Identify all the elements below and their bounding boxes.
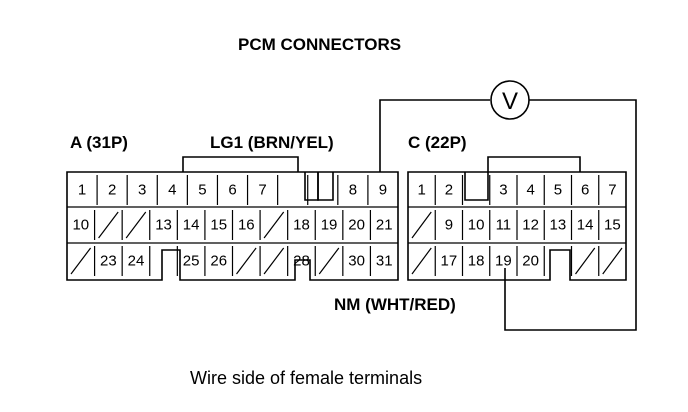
connector-a-terminal-13: 13 [155,217,172,234]
connector-a-unused-terminal [236,247,257,275]
connector-c-terminal-19: 19 [495,253,512,270]
connector-a-unused-terminal [125,211,147,239]
connector-a-terminal-21: 21 [376,217,393,234]
connector-c-terminal-13: 13 [550,217,567,234]
connector-c-terminal-14: 14 [577,217,594,234]
connector-a-terminal-26: 26 [210,253,227,270]
connector-c-terminal-1: 1 [417,182,425,199]
connector-c-unused-terminal [411,247,432,275]
connector-c-terminal-15: 15 [604,217,621,234]
connector-a-terminal-30: 30 [348,253,365,270]
connector-a-unused-terminal [98,211,119,239]
connector-c-terminal-3: 3 [499,182,507,199]
connector-c-terminal-4: 4 [526,182,534,199]
connector-a-latch [182,156,299,172]
connector-a-unused-terminal [263,211,285,239]
connector-c-unused-terminal [411,211,432,239]
connector-a-terminal-9: 9 [379,182,387,199]
connector-c-terminal-20: 20 [522,253,539,270]
connector-a-terminal-1: 1 [78,182,86,199]
connector-a-terminal-3: 3 [138,182,146,199]
connector-a-label: A (31P) [70,133,128,152]
connector-c-terminal-6: 6 [581,182,589,199]
connector-a-terminal-7: 7 [258,182,266,199]
lg1-label: LG1 (BRN/YEL) [210,133,334,152]
connector-c-terminal-5: 5 [554,182,562,199]
connector-c-terminal-7: 7 [608,182,616,199]
connector-c-unused-terminal [575,247,596,275]
connector-a [66,156,399,281]
connector-a-terminal-31: 31 [376,253,393,270]
connector-c-terminal-12: 12 [522,217,539,234]
meter-lead-lg1 [379,99,490,172]
nm-label: NM (WHT/RED) [334,295,456,314]
connector-a-unused-terminal [318,247,340,275]
connector-a-terminal-23: 23 [100,253,117,270]
connector-a-terminal-28: 28 [293,253,310,270]
connector-a-terminal-15: 15 [210,217,227,234]
connector-a-terminal-20: 20 [348,217,365,234]
connector-c-terminal-17: 17 [441,253,458,270]
connector-c-terminal-18: 18 [468,253,485,270]
connector-c-terminal-11: 11 [496,217,512,234]
connector-a-terminal-4: 4 [168,182,176,199]
connector-a-terminal-16: 16 [238,217,255,234]
connector-a-terminal-6: 6 [228,182,236,199]
connector-a-terminal-18: 18 [293,217,310,234]
connector-a-terminal-2: 2 [108,182,116,199]
connector-a-notch2 [317,172,334,201]
connector-c-unused-terminal [602,247,623,275]
connector-a-unused-terminal [70,247,92,275]
connector-c-notch [464,172,489,201]
diagram-caption: Wire side of female terminals [190,368,422,388]
connector-a-terminal-24: 24 [128,253,145,270]
meter-lead-nm [504,99,637,331]
connector-a-terminal-25: 25 [183,253,200,270]
connector-a-notch [304,172,319,201]
diagram-title: PCM CONNECTORS [238,35,401,54]
connector-a-terminal-14: 14 [183,217,200,234]
connector-c-label: C (22P) [408,133,467,152]
connector-c-terminal-9: 9 [445,217,453,234]
connector-c-latch [487,156,581,172]
connector-c [407,156,627,281]
connector-a-terminal-8: 8 [349,182,357,199]
connector-a-terminal-19: 19 [321,217,338,234]
voltmeter: V [379,80,637,331]
connector-a-body [66,171,399,281]
connector-a-terminal-5: 5 [198,182,206,199]
connector-c-body [407,171,627,281]
voltmeter-symbol: V [502,88,518,115]
connector-a-unused-terminal [263,247,285,275]
connector-a-terminal-10: 10 [72,217,89,234]
connector-c-terminal-2: 2 [445,182,453,199]
connector-c-terminal-10: 10 [468,217,485,234]
